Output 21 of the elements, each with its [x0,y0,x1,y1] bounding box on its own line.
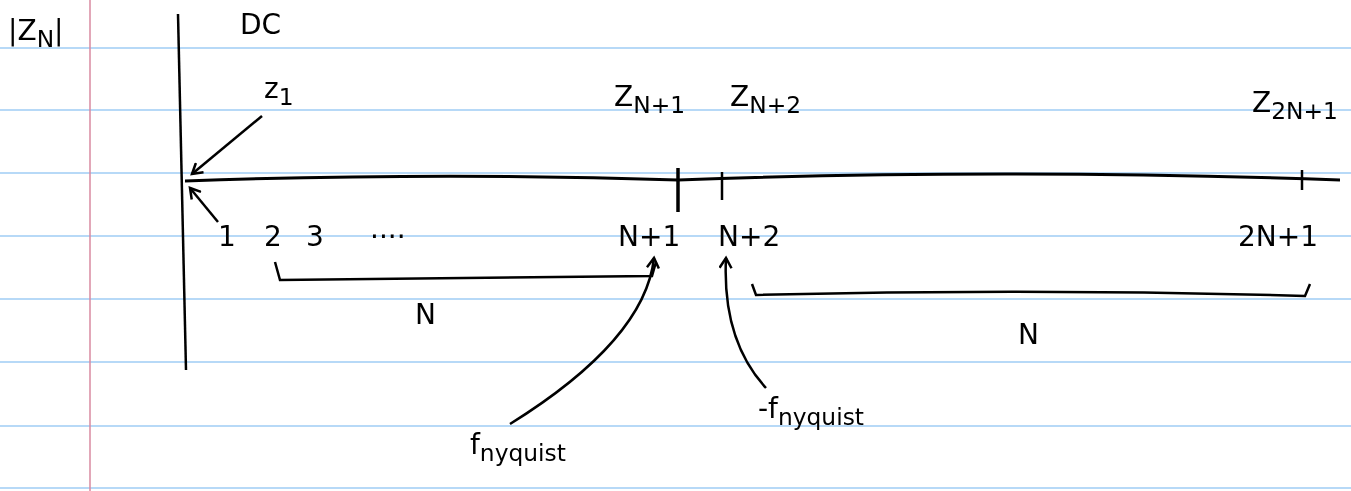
handwritten-label: |Z$_{N}$| [8,14,64,55]
handwritten-label: Z$_{2N+1}$ [1252,86,1338,127]
handwritten-label: 2 [264,220,282,254]
handwritten-label: z$_{1}$ [264,72,294,113]
handwritten-label: 2N+1 [1238,220,1319,254]
handwritten-label: .... [370,212,406,246]
handwritten-label: 1 [218,220,236,254]
arrow [718,256,767,389]
arrow [509,256,660,426]
handwritten-label: Z$_{N+2}$ [730,80,802,121]
handwritten-label: N+1 [618,220,681,254]
handwritten-label: f$_{nyquist}$ [470,428,566,469]
handwritten-label: -f$_{nyquist}$ [758,392,864,433]
handwritten-label: N [1018,318,1039,352]
arrow [188,186,219,223]
arrow [190,115,263,176]
handwritten-label: Z$_{N+1}$ [614,80,686,121]
handwritten-label: N [415,298,436,332]
handwritten-label: DC [240,8,282,42]
handwritten-label: 3 [306,220,324,254]
handwritten-label: N+2 [718,220,781,254]
